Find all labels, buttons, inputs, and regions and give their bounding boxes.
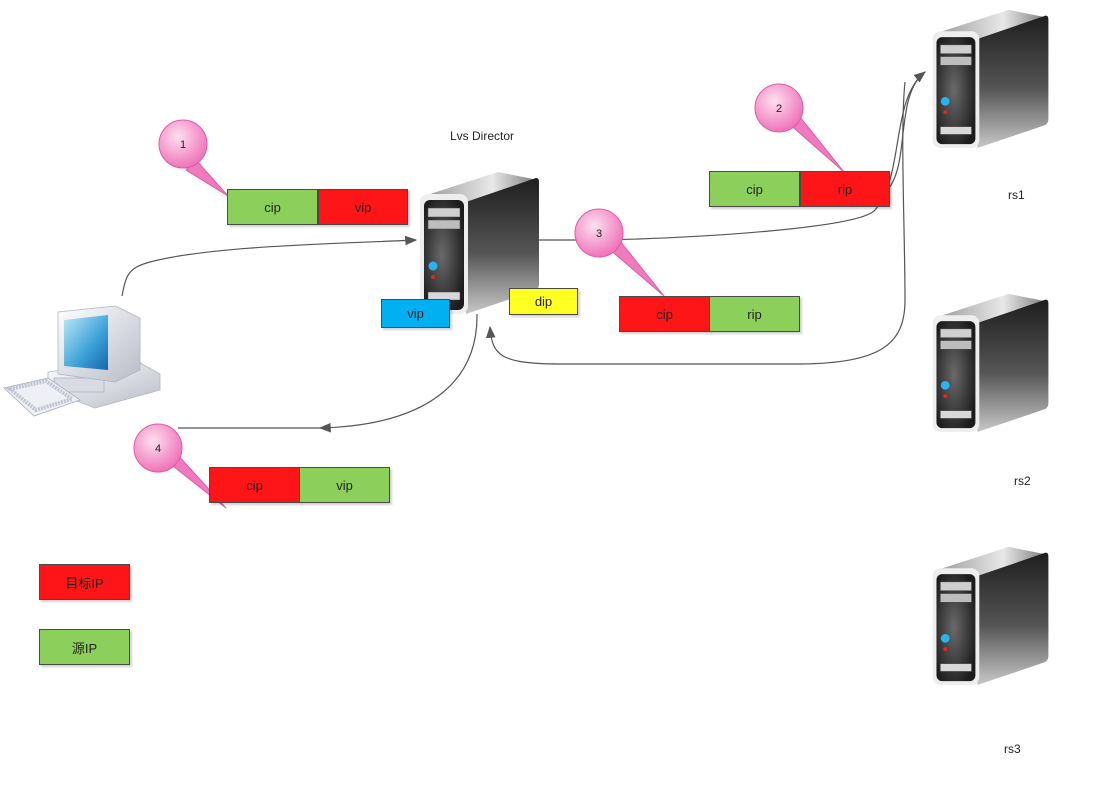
director-dip-tag: dip bbox=[509, 288, 578, 315]
packet-field-dst: rip bbox=[800, 171, 890, 207]
packet-field-src: cip bbox=[709, 171, 800, 207]
packet-field-src: rip bbox=[709, 296, 800, 332]
director-server-icon bbox=[420, 172, 539, 314]
flow-client-to-director bbox=[121, 235, 418, 297]
director-label: Lvs Director bbox=[450, 129, 515, 143]
client-computer-icon bbox=[3, 305, 161, 417]
step-number: 3 bbox=[596, 228, 602, 240]
rs2-server-icon bbox=[932, 293, 1049, 433]
flow-rs-to-director bbox=[485, 81, 906, 365]
packet-field-src: cip bbox=[227, 189, 318, 225]
flow-director-to-client bbox=[318, 313, 478, 433]
packet-field-dst: vip bbox=[318, 189, 408, 225]
packet-field-src: vip bbox=[299, 467, 390, 503]
packet-field-dst: cip bbox=[209, 467, 300, 503]
flow-director-to-rs1 bbox=[538, 71, 926, 241]
rs2-label: rs2 bbox=[1014, 474, 1031, 488]
step-number: 1 bbox=[180, 139, 186, 151]
rs3-server-icon bbox=[932, 546, 1049, 686]
step-callout-3: 3 bbox=[574, 208, 665, 297]
flow-rs1-link bbox=[888, 71, 926, 189]
packet-field-dst: cip bbox=[619, 296, 710, 332]
director-vip-tag: vip bbox=[381, 299, 450, 328]
rs3-label: rs3 bbox=[1004, 742, 1021, 756]
legend-src-ip: 源IP bbox=[39, 629, 130, 665]
step-number: 2 bbox=[776, 103, 782, 115]
legend-dest-ip: 目标IP bbox=[39, 564, 130, 600]
rs1-server-icon bbox=[932, 9, 1049, 149]
step-callout-1: 1 bbox=[158, 119, 229, 197]
rs1-label: rs1 bbox=[1008, 188, 1025, 202]
step-number: 4 bbox=[155, 443, 161, 455]
step-callout-2: 2 bbox=[754, 83, 845, 173]
